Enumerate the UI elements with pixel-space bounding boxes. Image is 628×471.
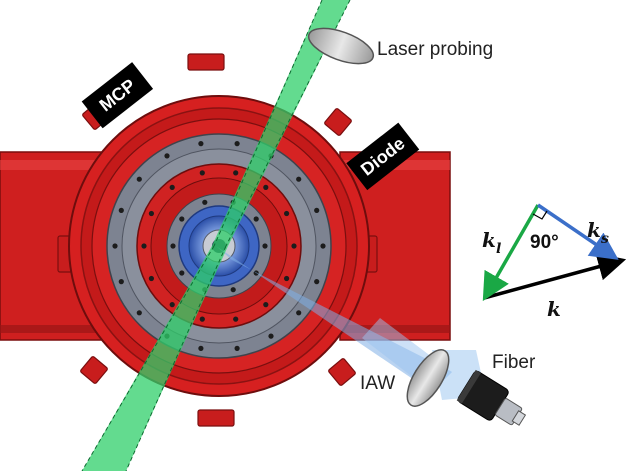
bolt-hole <box>263 302 269 308</box>
bolt-hole <box>263 184 269 190</box>
bolt-hole <box>262 243 268 249</box>
right-angle-mark <box>532 210 548 220</box>
wave-vector-diagram: 90° k l k s k <box>482 203 627 321</box>
collection-lens <box>406 349 450 407</box>
probe-lens <box>307 27 375 65</box>
bolt-hole <box>268 333 274 339</box>
bolt-hole <box>314 207 320 213</box>
bolt-hole <box>136 310 142 316</box>
bolt-hole <box>284 275 290 282</box>
bolt-hole <box>141 243 147 249</box>
k-s-label: k <box>587 218 601 242</box>
fiber-label: Fiber <box>492 352 536 373</box>
laser-probing-label: Laser probing <box>377 39 493 60</box>
bolt-hole <box>253 216 259 222</box>
fiber-connector <box>456 369 527 426</box>
bolt-hole <box>179 270 185 276</box>
bolt-hole <box>202 199 208 205</box>
bolt-hole <box>284 210 290 217</box>
bolt-hole <box>164 153 170 159</box>
bolt-hole <box>234 345 240 351</box>
bolt-hole <box>296 310 302 316</box>
bolt-hole <box>170 243 176 249</box>
bolt-hole <box>291 243 297 249</box>
bolt-hole <box>148 210 154 217</box>
bolt-hole <box>198 141 204 147</box>
bolt-hole <box>234 141 240 147</box>
k-s-subscript: s <box>601 231 609 247</box>
bolt-hole <box>199 316 205 322</box>
bolt-hole <box>199 170 205 176</box>
bolt-hole <box>179 216 185 222</box>
k-l-subscript: l <box>496 241 501 257</box>
bolt-hole <box>233 170 239 176</box>
angle-label: 90° <box>530 232 559 253</box>
bolt-hole <box>169 184 175 190</box>
bolt-hole <box>320 243 326 249</box>
k-label: k <box>547 297 561 321</box>
k-l-label: k <box>482 228 496 252</box>
k-l-vector-arrow <box>482 204 540 302</box>
k-s-vector-arrow <box>537 203 619 260</box>
bolt-holes <box>112 141 326 351</box>
bolt-hole <box>118 279 124 285</box>
bolt-hole <box>118 207 124 213</box>
bolt-hole <box>136 176 142 182</box>
fiber-optics <box>406 349 527 426</box>
bolt-hole <box>148 275 154 282</box>
bolt-hole <box>169 302 175 308</box>
iaw-label: IAW <box>360 373 395 394</box>
bolt-hole <box>296 176 302 182</box>
bolt-hole <box>314 279 320 285</box>
bolt-hole <box>198 345 204 351</box>
bolt-hole <box>233 316 239 322</box>
bolt-hole <box>230 287 236 293</box>
bolt-hole <box>112 243 118 249</box>
